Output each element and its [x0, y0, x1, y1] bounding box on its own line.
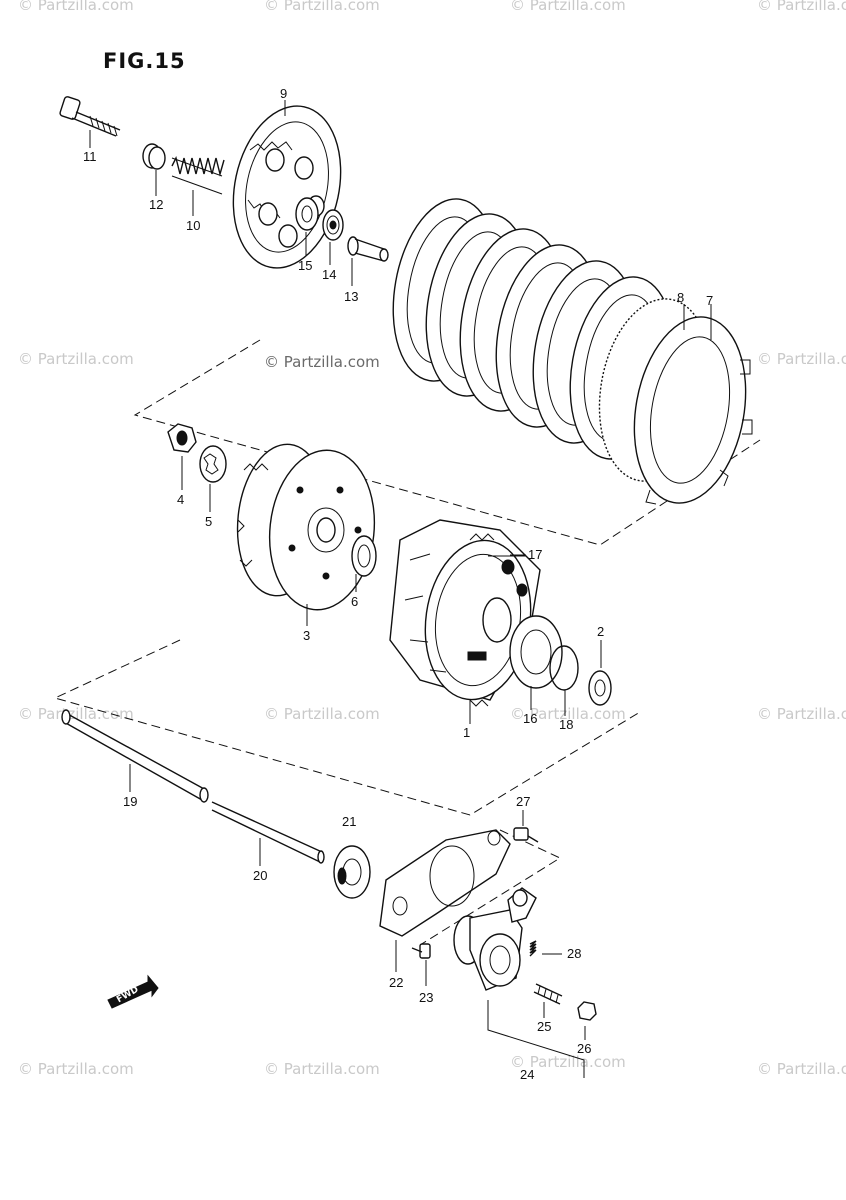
callout-13: 13 — [344, 289, 359, 304]
washer-2 — [588, 670, 612, 706]
callout-27: 27 — [516, 794, 531, 809]
watermark: © Partzilla.com — [510, 0, 626, 14]
callout-15: 15 — [298, 258, 313, 273]
clutch-nut — [167, 423, 197, 453]
circlip — [549, 645, 579, 691]
lock-nut — [577, 1001, 597, 1021]
watermark: © Partzilla.com — [510, 705, 626, 723]
callout-26: 26 — [577, 1041, 592, 1056]
callout-18: 18 — [559, 717, 574, 732]
callout-3: 3 — [303, 628, 311, 643]
plate-group-outline — [133, 339, 761, 546]
callout-4: 4 — [177, 492, 185, 507]
push-piece — [347, 236, 389, 262]
callout-10: 10 — [186, 218, 201, 233]
callout-1: 1 — [463, 725, 471, 740]
clutch-spring — [171, 155, 225, 195]
adjusting-screw — [533, 983, 563, 1005]
watermark: © Partzilla.com — [18, 705, 134, 723]
push-rod-2 — [211, 801, 325, 864]
clutch-sleeve-hub — [236, 443, 376, 611]
watermark: © Partzilla.com — [264, 0, 380, 14]
spacer — [142, 143, 166, 170]
screw-2 — [513, 827, 539, 843]
callout-25: 25 — [537, 1019, 552, 1034]
figure-title: FIG.15 — [103, 49, 186, 73]
callout-19: 19 — [123, 794, 138, 809]
watermark: © Partzilla.com — [264, 353, 380, 371]
watermark: © Partzilla.com — [18, 350, 134, 368]
callout-22: 22 — [389, 975, 404, 990]
callout-8: 8 — [677, 290, 685, 305]
callout-5: 5 — [205, 514, 213, 529]
callout-24: 24 — [520, 1067, 535, 1082]
clutch-release-assembly — [453, 887, 537, 991]
bolt — [59, 96, 121, 137]
pressure-plate — [232, 105, 342, 269]
callout-20: 20 — [253, 868, 268, 883]
return-spring — [529, 940, 562, 957]
callout-9: 9 — [280, 86, 288, 101]
callout-17: 17 — [528, 547, 543, 562]
callout-6: 6 — [351, 594, 359, 609]
watermark: © Partzilla.com — [757, 705, 846, 723]
gasket — [379, 829, 511, 937]
callout-23: 23 — [419, 990, 434, 1005]
callout-11: 11 — [83, 149, 97, 164]
callout-14: 14 — [322, 267, 337, 282]
callout-21: 21 — [342, 814, 357, 829]
bearing — [322, 209, 344, 241]
callout-16: 16 — [523, 711, 538, 726]
watermark: © Partzilla.com — [264, 705, 380, 723]
oil-seal — [333, 845, 371, 899]
callout-2: 2 — [597, 624, 605, 639]
watermark: © Partzilla.com — [264, 1060, 380, 1078]
thrust-washer-large — [509, 615, 563, 689]
watermark: © Partzilla.com — [757, 0, 846, 14]
watermark: © Partzilla.com — [757, 1060, 846, 1078]
thrust-washer — [351, 535, 377, 577]
callout-7: 7 — [706, 293, 714, 308]
screw — [411, 943, 431, 959]
watermark: © Partzilla.com — [18, 1060, 134, 1078]
callout-28: 28 — [567, 946, 582, 961]
watermark: © Partzilla.com — [18, 0, 134, 14]
callout-12: 12 — [149, 197, 164, 212]
hub-group-outline — [53, 639, 641, 816]
lock-washer — [199, 445, 227, 483]
watermark: © Partzilla.com — [757, 350, 846, 368]
push-rod — [61, 709, 209, 803]
forward-arrow-icon — [107, 974, 159, 1009]
washer — [295, 197, 319, 231]
clutch-plate-stack — [392, 198, 753, 505]
watermark: © Partzilla.com — [510, 1053, 626, 1071]
